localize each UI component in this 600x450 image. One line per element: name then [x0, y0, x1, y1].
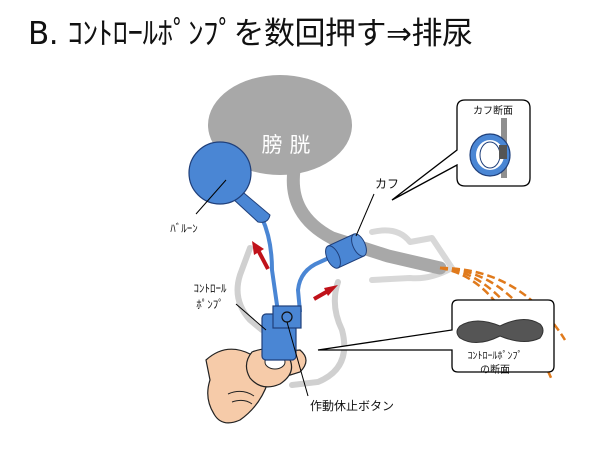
cuff-end — [325, 245, 341, 269]
cuff-section-ring-edge — [469, 133, 511, 177]
balloon-tube — [260, 217, 280, 313]
deactivation-button — [281, 311, 293, 323]
cuff-section-label: カフ断面 — [473, 104, 513, 117]
bladder-label: 膀 胱 — [262, 133, 311, 157]
pump-callout-bubble — [317, 299, 555, 373]
pump-section-label-1: ｺﾝﾄﾛｰﾙﾎﾟﾝﾌﾟ — [468, 350, 523, 362]
body-outline — [289, 279, 348, 388]
balloon-pointer — [195, 179, 227, 215]
cuff-end-right — [351, 233, 367, 257]
control-pump-label-1: ｺﾝﾄﾛｰﾙ — [194, 282, 227, 295]
balloon — [188, 141, 252, 205]
cuff-pointer — [355, 193, 375, 237]
control-pump-pointer — [235, 303, 267, 331]
balloon-label: ﾊﾞﾙｰﾝ — [170, 222, 198, 235]
diagram-title: B. ｺﾝﾄﾛｰﾙﾎﾟﾝﾌﾟを数回押す⇒排尿 — [28, 16, 473, 52]
cuff-label: カフ — [375, 177, 399, 191]
urethra-tube — [286, 163, 447, 275]
control-pump-label-2: ﾎﾟﾝﾌﾟ — [196, 298, 224, 311]
cuff-tube — [295, 250, 343, 313]
balloon-neck — [231, 187, 271, 223]
cuff-section-clip — [499, 145, 507, 159]
flow-arrow-up — [256, 249, 270, 270]
urethra-outline — [234, 245, 265, 333]
button-pointer — [286, 321, 309, 397]
flow-arrow-right-head — [324, 285, 338, 296]
penis-outline — [369, 227, 455, 283]
bladder — [208, 75, 352, 175]
flow-arrow-up-head — [252, 241, 264, 255]
finger-crease — [227, 390, 255, 405]
flow-arrow-right — [313, 289, 329, 301]
pump-section-shape — [456, 319, 544, 343]
button-label: 作動休止ボタン — [310, 399, 394, 413]
cuff-section-inner — [479, 141, 501, 169]
pump-section-label-2: の断面 — [480, 363, 510, 376]
